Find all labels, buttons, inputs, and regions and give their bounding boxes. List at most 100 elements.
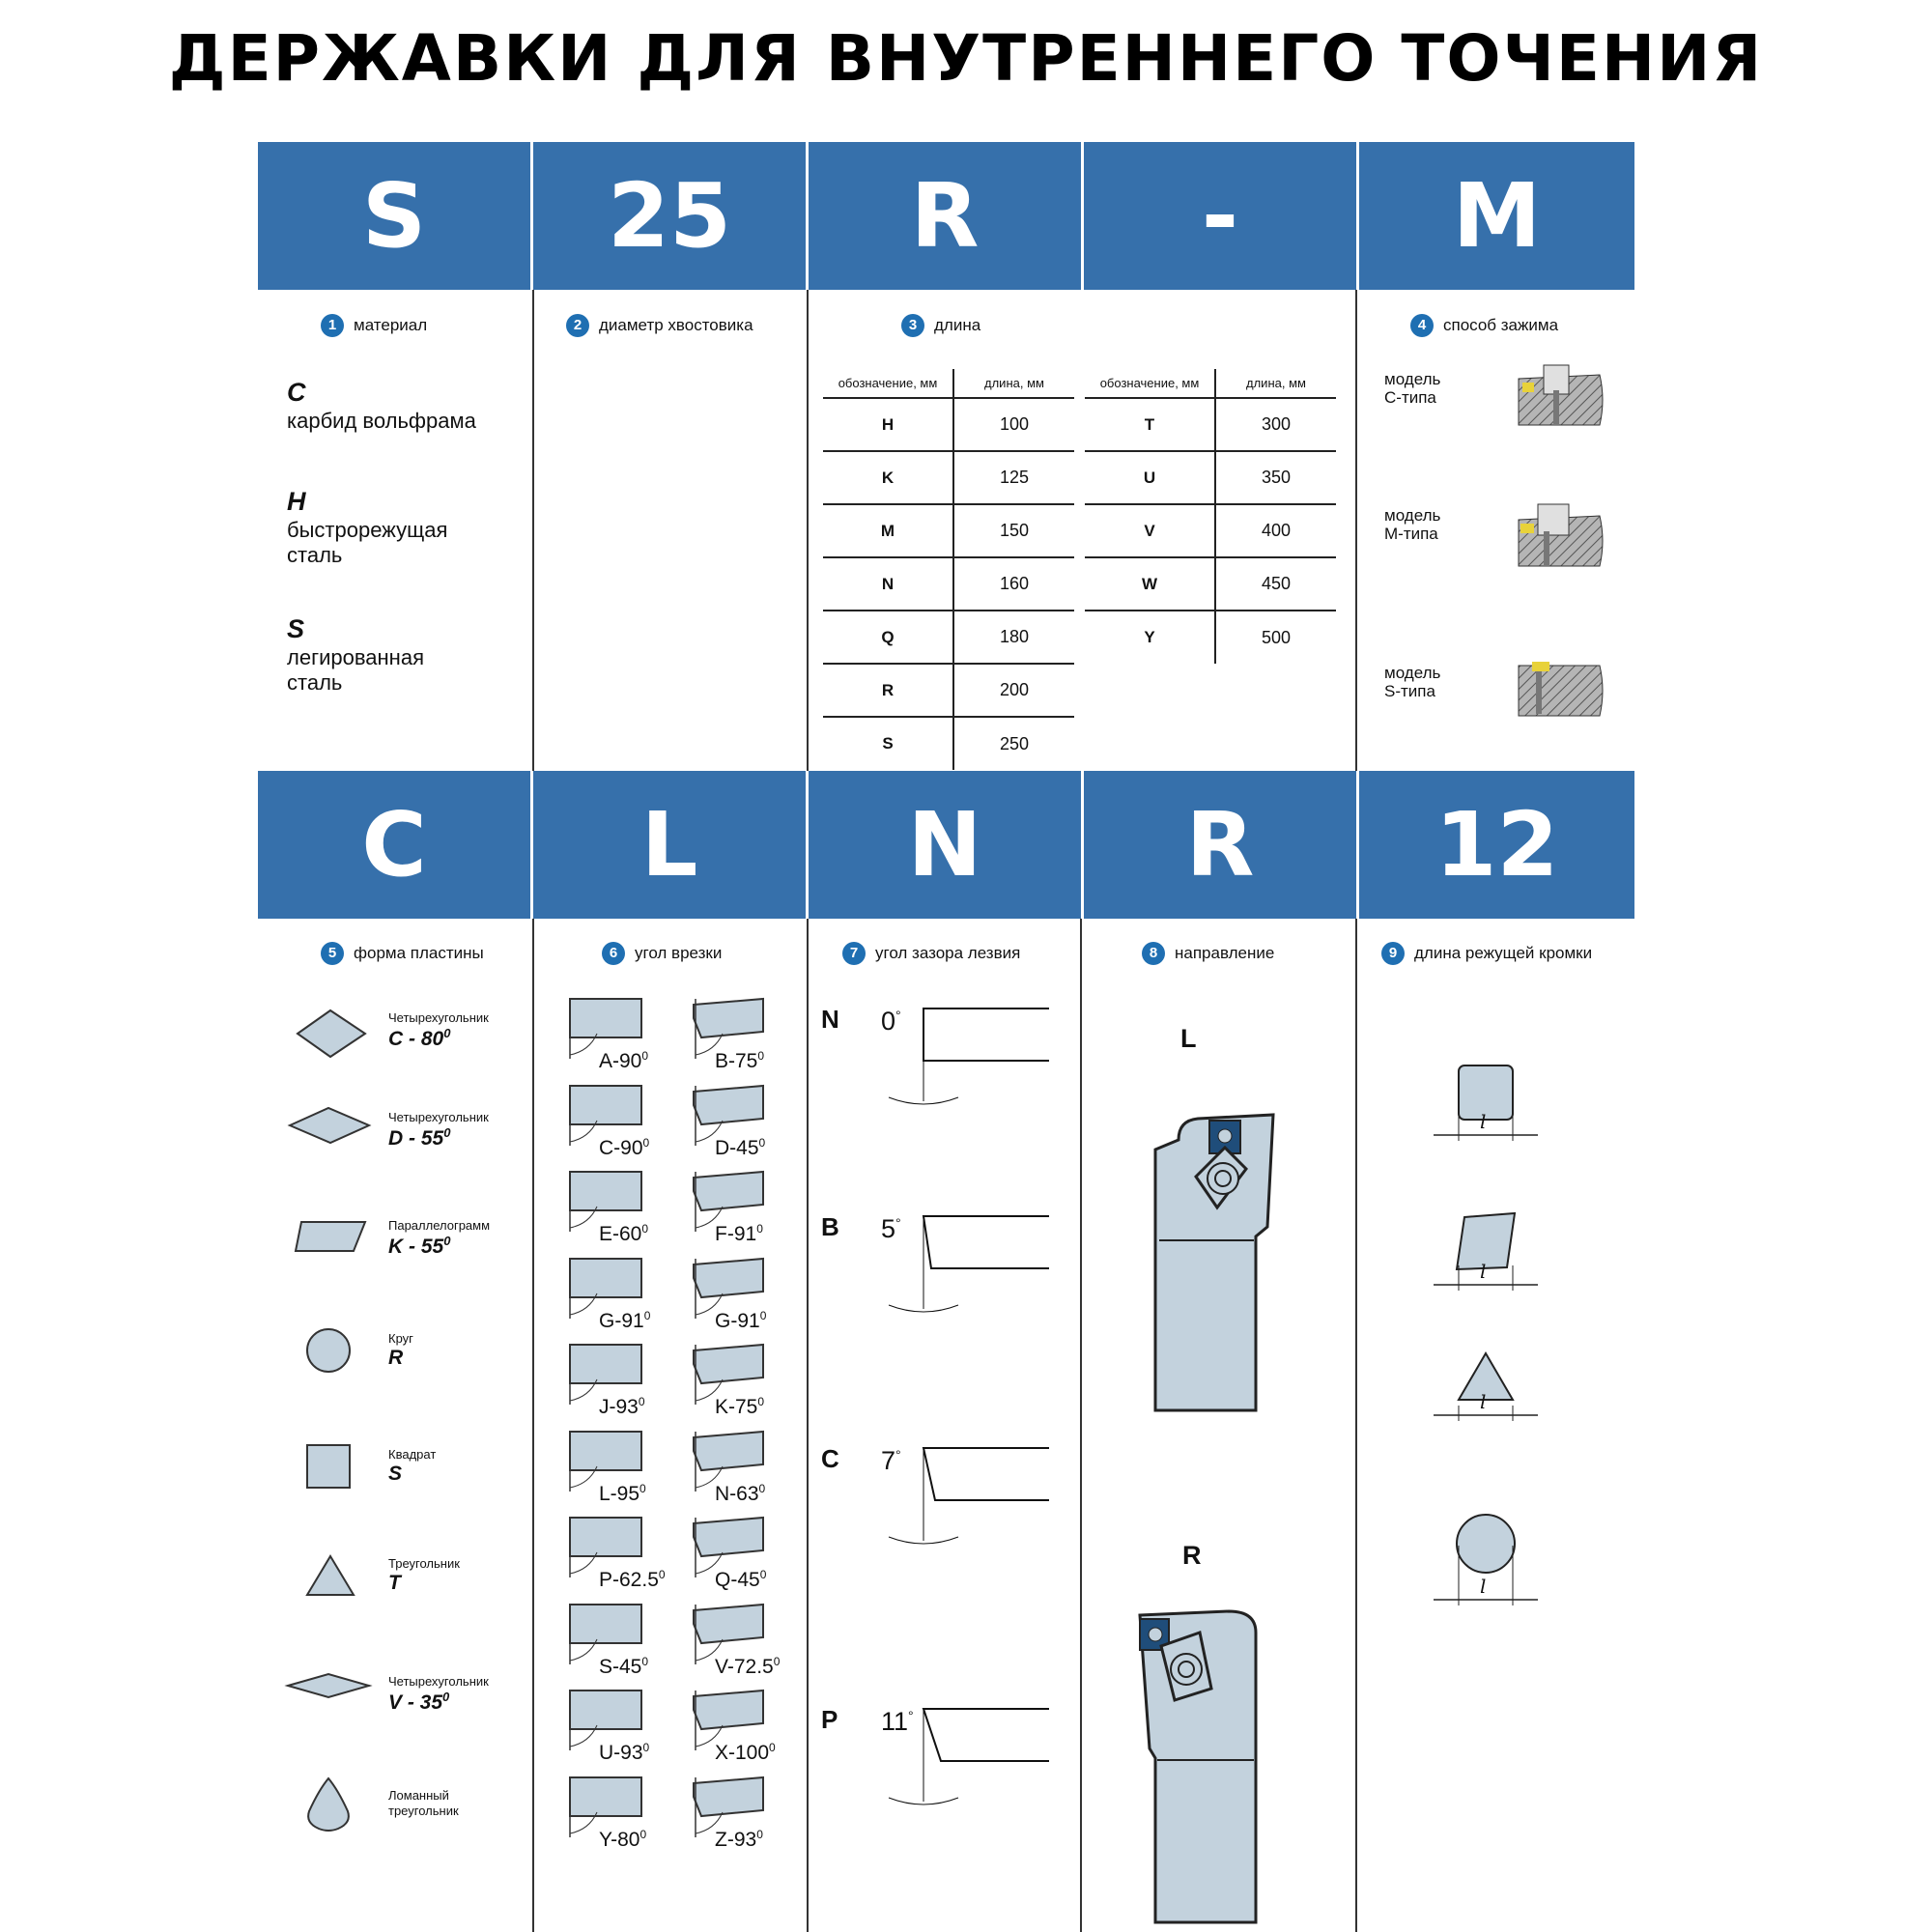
entry-angle-diagram-icon: [569, 1430, 642, 1492]
clearance-letter: C: [821, 1444, 839, 1473]
entry-angle-label: N-630: [715, 1481, 766, 1505]
section-title: форма пластины: [354, 944, 484, 962]
trigon-icon: [307, 1776, 350, 1832]
shape-code: S: [388, 1463, 403, 1485]
entry-angle-item: C-900: [541, 1082, 686, 1164]
table-header: длина, мм: [1215, 369, 1336, 399]
rhombus-c80-icon: [296, 1009, 367, 1059]
entry-angle-diagram-icon: [569, 1776, 642, 1837]
section-title: длина: [934, 316, 981, 334]
clearance-degree: 7°: [881, 1446, 901, 1475]
entry-angle-label: X-1000: [715, 1741, 776, 1764]
entry-angle-label: V-72.50: [715, 1654, 781, 1678]
holder-right-icon: [1138, 1609, 1258, 1924]
code-cell: C: [258, 771, 533, 919]
column-divider: [1355, 919, 1357, 1932]
shape-label: Параллелограмм: [388, 1218, 491, 1233]
section-number-badge: 1: [321, 314, 344, 337]
section-title: диаметр хвостовика: [599, 316, 753, 334]
page-title: ДЕРЖАВКИ ДЛЯ ВНУТРЕННЕГО ТОЧЕНИЯ: [168, 21, 1764, 96]
section-number-badge: 5: [321, 942, 344, 965]
clearance-degree: 11°: [881, 1707, 914, 1736]
shape-code: V - 350: [388, 1690, 450, 1714]
entry-angle-item: N-630: [667, 1428, 811, 1510]
shape-label: Круг: [388, 1331, 413, 1346]
entry-angle-label: L-950: [599, 1481, 646, 1505]
entry-angle-label: C-900: [599, 1135, 650, 1159]
entry-angle-diagram-icon: [693, 1257, 764, 1319]
section-number-badge: 2: [566, 314, 589, 337]
entry-angle-item: F-910: [667, 1168, 811, 1250]
column-divider: [532, 290, 534, 771]
edge-length-symbol: l: [1480, 1390, 1487, 1413]
entry-angle-item: G-910: [541, 1255, 686, 1337]
entry-angle-diagram-icon: [569, 1603, 642, 1664]
entry-angle-item: J-930: [541, 1341, 686, 1423]
code-cell: N: [809, 771, 1084, 919]
entry-angle-diagram-icon: [693, 1516, 764, 1577]
rhombus-d55-icon: [287, 1106, 372, 1145]
table-header: длина, мм: [953, 369, 1074, 399]
shape-label: Четырехугольник: [388, 1674, 489, 1689]
column-divider: [807, 290, 809, 771]
clamp-s-type-icon: [1518, 662, 1604, 717]
clearance-diagram-icon: [888, 1708, 1049, 1805]
entry-angle-diagram-icon: [693, 1689, 764, 1750]
section-number-badge: 3: [901, 314, 924, 337]
direction-label: L: [1180, 1024, 1197, 1053]
section-header-length: 3 длина: [901, 314, 980, 337]
entry-angle-diagram-icon: [693, 1170, 764, 1232]
entry-angle-diagram-icon: [569, 1257, 642, 1319]
shape-code: C - 800: [388, 1026, 451, 1050]
entry-angle-item: X-1000: [667, 1687, 811, 1769]
shape-item: Четырехугольник D - 550: [280, 1106, 531, 1193]
clearance-diagram-icon: [888, 1008, 1049, 1105]
clearance-diagram-icon: [888, 1447, 1049, 1545]
entry-angle-diagram-icon: [693, 1430, 764, 1492]
clearance-letter: B: [821, 1212, 839, 1241]
edge-length-symbol: l: [1480, 1110, 1487, 1133]
square-s-icon: [306, 1444, 351, 1489]
section-header-diameter: 2 диаметр хвостовика: [566, 314, 753, 337]
entry-angle-item: V-72.50: [667, 1601, 811, 1683]
material-desc: легированная: [287, 645, 424, 669]
material-desc: сталь: [287, 670, 343, 695]
section-header-shape: 5 форма пластины: [321, 942, 484, 965]
entry-angle-diagram-icon: [569, 1344, 642, 1405]
edge-length-item: l: [1432, 1348, 1548, 1449]
column-divider: [1080, 919, 1082, 1932]
section-number-badge: 8: [1142, 942, 1165, 965]
shape-code: T: [388, 1572, 401, 1594]
shape-item: Четырехугольник V - 350: [280, 1666, 531, 1753]
shape-item: Ломанный треугольник: [280, 1773, 531, 1860]
entry-angle-item: S-450: [541, 1601, 686, 1683]
circle-r-icon: [306, 1328, 351, 1373]
material-code: S: [287, 614, 305, 643]
shape-label: Ломанный: [388, 1788, 449, 1803]
edge-length-item: l: [1432, 1208, 1548, 1309]
section-title: способ зажима: [1443, 316, 1559, 334]
shape-item: Круг R: [280, 1323, 531, 1410]
rhombus-v35-icon: [284, 1672, 373, 1699]
entry-angle-label: D-450: [715, 1135, 766, 1159]
section-number-badge: 9: [1381, 942, 1405, 965]
shape-item: Четырехугольник C - 800: [280, 1005, 531, 1092]
code-band-bottom: C L N R 12: [258, 771, 1634, 919]
material-desc: быстрорежущая: [287, 518, 448, 542]
shape-label: Четырехугольник: [388, 1110, 489, 1124]
